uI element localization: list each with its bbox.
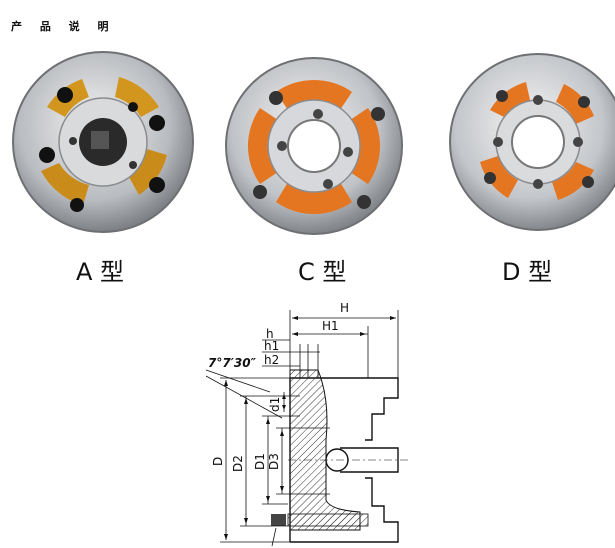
dim-h1-label: H1 <box>322 319 339 333</box>
chuck-section-drawing: H H1 h h1 h2 7°7′30″ d1 D D2 D1 D3 <box>205 301 410 547</box>
dim-d1-label: d1 <box>268 397 282 412</box>
chuck-type-a-photo <box>12 51 194 233</box>
dim-h-label: H <box>340 301 349 315</box>
type-a-label: A 型 <box>76 258 125 286</box>
angle-label: 7°7′30″ <box>208 356 257 370</box>
dim-small-h1-label: h1 <box>264 339 279 353</box>
dim-small-h2-label: h2 <box>264 353 279 367</box>
dim-small-h-label: h <box>266 327 274 341</box>
dim-d3-label: D3 <box>267 453 281 470</box>
dim-big-d1-label: D1 <box>253 453 267 470</box>
chuck-type-d-photo <box>449 53 615 231</box>
dim-big-d-label: D <box>211 457 225 466</box>
page-title: 产 品 说 明 <box>11 20 116 33</box>
type-c-label: C 型 <box>298 258 347 286</box>
dim-d2-label: D2 <box>231 455 245 472</box>
type-d-label: D 型 <box>502 258 553 286</box>
chuck-type-c-photo <box>225 57 403 235</box>
